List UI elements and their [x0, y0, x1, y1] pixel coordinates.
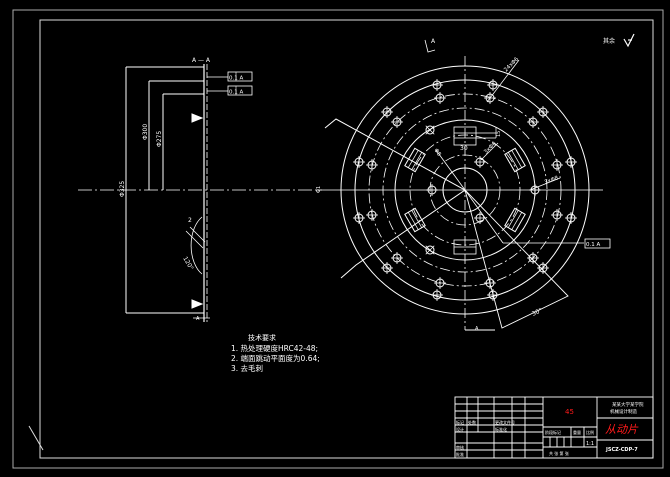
hole-spec-3x8: 3xΦ6: [483, 141, 498, 156]
tolerance-frame-2: 0.1 A: [229, 90, 243, 96]
slot-width-dim: 30: [460, 145, 468, 152]
hole-spec-24x6: 24xΦ6: [503, 56, 520, 73]
note-1: 1. 热处理硬度HRC42-48;: [231, 343, 318, 353]
plan-section-label-bottom: A: [475, 326, 479, 332]
tb-weight: 重量: [573, 429, 581, 435]
roughness-label: 其余: [603, 37, 615, 45]
dim-inner-diameter: Φ275: [156, 131, 163, 147]
company-line-2: 机械设计制造: [610, 408, 637, 415]
section-bottom-label: A: [196, 316, 200, 322]
note-2: 2. 端面跳动平面度为0.64;: [231, 353, 320, 363]
slot-height-dim: 15: [496, 131, 502, 137]
title-block: [454, 396, 654, 459]
drawing-number: JSCZ-CDP-7: [605, 447, 638, 453]
tb-mark: 标记: [456, 419, 464, 425]
plan-view: [318, 39, 611, 331]
dim-chamfer: 2: [188, 217, 192, 224]
hole-spec-phi8: Φ8: [432, 148, 442, 158]
tb-scale: 1:1: [586, 441, 594, 447]
tb-standard: 标准化: [495, 426, 507, 432]
tolerance-frame-1: 0.1 A: [229, 76, 243, 82]
section-view: [78, 64, 322, 322]
dim-outer-diameter: Φ325: [119, 181, 126, 197]
note-3: 3. 去毛刺: [231, 363, 263, 373]
section-label: A — A: [192, 57, 211, 64]
tb-approver: 批准: [456, 451, 464, 457]
inner-frame: [39, 19, 654, 459]
tb-checker: 审核: [456, 444, 464, 450]
dim-mid-diameter: Φ300: [142, 124, 149, 140]
hole-spec-phi6: 3xΦ8: [544, 175, 560, 186]
part-name: 从动片: [605, 423, 639, 436]
plan-tolerance-frame: 0.1 A: [586, 242, 600, 248]
tb-count: 处数: [468, 419, 476, 425]
tb-sheet: 共 张 第 张: [549, 450, 569, 456]
angle-dim: 30°: [531, 307, 544, 318]
company-line-1: 某某大学某学院: [612, 401, 644, 408]
tb-scale-label: 比例: [586, 429, 594, 435]
tb-stage: 阶段标记: [545, 429, 561, 435]
outer-border: [12, 9, 664, 469]
notes-title: 技术要求: [248, 333, 276, 342]
roughness-check-icon: [623, 33, 635, 48]
plan-left-dim: Φ1: [316, 186, 322, 193]
tb-change: 更改文件号: [495, 419, 515, 425]
plan-section-label-top: A: [431, 38, 436, 45]
material: 45: [565, 408, 574, 416]
tb-designer: 设计: [456, 426, 464, 432]
